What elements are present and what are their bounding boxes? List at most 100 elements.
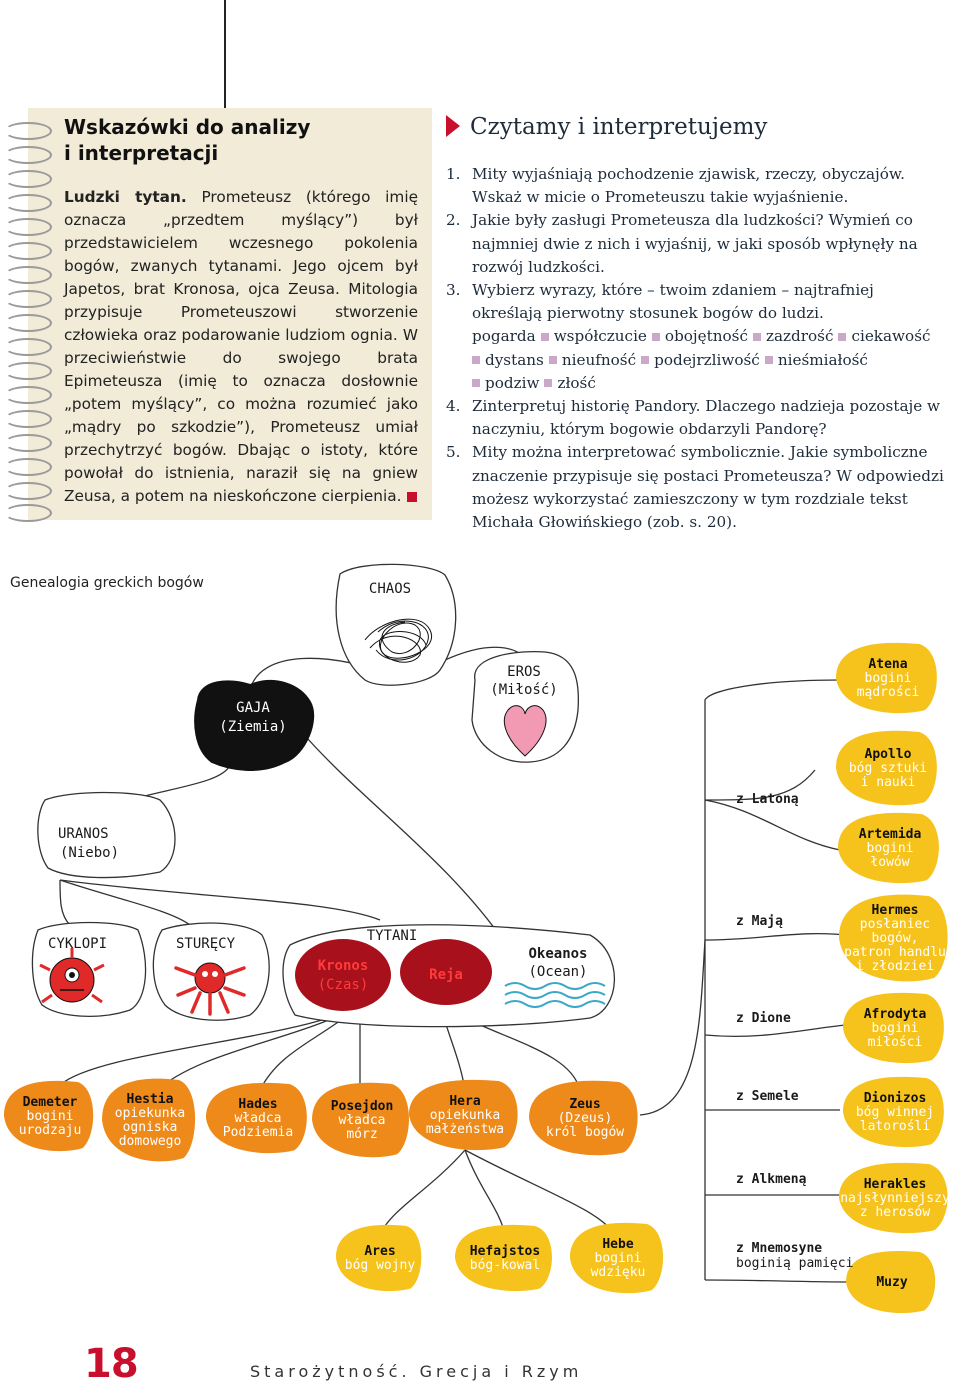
spiral-ring (4, 170, 52, 188)
spiral-ring (4, 266, 52, 284)
node-description: domowego (119, 1134, 182, 1149)
question-text: Mity można interpretować symbolicznie. J… (472, 443, 944, 532)
word-separator-icon (540, 332, 549, 341)
tips-title-line: Wskazówki do analizy (64, 115, 311, 139)
word-option: złość (557, 373, 596, 392)
word-separator-icon (472, 379, 480, 388)
node-description: bóg wojny (345, 1258, 416, 1273)
gaja-label: GAJA (236, 700, 270, 716)
okeanos-sublabel: (Ocean) (528, 964, 587, 980)
node-name: Afrodyta (864, 1007, 927, 1022)
question-number: 3. (446, 281, 461, 300)
node-description: posłaniec (860, 917, 930, 932)
arrow-icon (446, 115, 460, 137)
spiral-ring (4, 242, 52, 260)
question-number: 4. (446, 397, 461, 416)
mother-label: z Latoną (736, 792, 799, 807)
tips-text: Prometeusz (którego imię oznacza „przedt… (64, 188, 418, 505)
mother-label: z Mnemosyne (736, 1241, 822, 1256)
question-item: 2.Jakie były zasługi Prometeusza dla lud… (446, 209, 946, 279)
spiral-ring (4, 122, 52, 140)
spiral-ring (4, 314, 52, 332)
scribble-icon (364, 618, 433, 663)
spiral-ring (4, 338, 52, 356)
okeanos-label: Okeanos (528, 946, 587, 962)
node-description: mórz (346, 1127, 377, 1142)
node-description: i nauki (861, 775, 916, 790)
tips-title-line: i interpretacji (64, 141, 219, 165)
node-description: bogini (27, 1109, 74, 1124)
uranos-bubble (37, 791, 176, 879)
chaos-label: CHAOS (369, 581, 411, 597)
mother-label: z Semele (736, 1089, 799, 1104)
mother-sublabel: boginią pamięci (736, 1256, 853, 1271)
word-option: podziw (485, 373, 540, 392)
word-option: zazdrość (765, 327, 834, 346)
kronos-child-node: Zeus(Dzeus)król bogów (529, 1080, 638, 1156)
spiral-ring (4, 434, 52, 452)
node-name: Hestia (127, 1092, 174, 1107)
spiral-ring (4, 218, 52, 236)
node-description: bóg winnej (856, 1105, 934, 1120)
node-description: opiekunka (115, 1106, 185, 1121)
question-item: 3.Wybierz wyrazy, które – twoim zdaniem … (446, 279, 946, 395)
spiral-ring (4, 362, 52, 380)
word-separator-icon (548, 356, 557, 365)
question-number: 5. (446, 443, 461, 462)
chaos-bubble (335, 563, 457, 686)
word-separator-icon (752, 332, 761, 341)
node-description: najsłynniejszy (840, 1191, 950, 1206)
node-name: Hermes (872, 903, 919, 918)
spiral-ring (4, 146, 52, 164)
node-description: ogniska (123, 1120, 178, 1135)
node-name: Dionizos (864, 1091, 927, 1106)
node-name: Muzy (876, 1275, 907, 1290)
hundred-handed-icon (174, 962, 246, 1016)
cyklopi-label: CYKLOPI (48, 936, 107, 952)
kronos-label: Kronos (318, 958, 369, 974)
word-separator-icon (651, 332, 660, 341)
node-description: bogini (867, 841, 914, 856)
sturecy-label: STURĘCY (176, 936, 236, 952)
tytani-label: TYTANI (367, 928, 418, 944)
question-item: 5. Mity można interpretować symbolicznie.… (446, 441, 946, 534)
node-description: bóg sztuki (849, 761, 927, 776)
questions-heading-text: Czytamy i interpretujemy (470, 114, 768, 140)
node-description: latorośli (860, 1119, 930, 1134)
genealogy-diagram: CHAOS GAJA (Ziemia) EROS (Miłość) URANOS… (4, 563, 950, 1314)
node-description: łowów (870, 855, 909, 870)
reja-label: Reja (429, 967, 463, 983)
spiral-ring (4, 504, 52, 522)
kronos-sublabel: (Czas) (318, 977, 369, 993)
word-separator-icon (544, 379, 553, 388)
eros-label: EROS (507, 664, 541, 680)
node-name: Hefajstos (470, 1244, 540, 1259)
word-separator-icon (472, 356, 480, 365)
node-description: urodzaju (19, 1123, 82, 1138)
waves-icon (504, 982, 606, 1008)
mother-label: z Mają (736, 914, 783, 929)
node-description: wdzięku (591, 1265, 646, 1280)
word-option: obojętność (664, 327, 748, 346)
cyclops-icon (39, 948, 105, 1004)
questions-list: 1.Mity wyjaśniają pochodzenie zjawisk, r… (446, 163, 946, 534)
heart-icon (503, 705, 547, 757)
node-description: małżeństwa (426, 1122, 504, 1137)
spiral-ring (4, 482, 52, 500)
node-name: Zeus (569, 1097, 600, 1112)
node-description: bogini (872, 1021, 919, 1036)
end-square-icon (407, 491, 418, 502)
node-description: Podziemia (223, 1125, 293, 1140)
node-name: Hades (238, 1097, 277, 1112)
spiral-ring (4, 386, 52, 404)
word-option: nieśmiałość (777, 350, 868, 369)
